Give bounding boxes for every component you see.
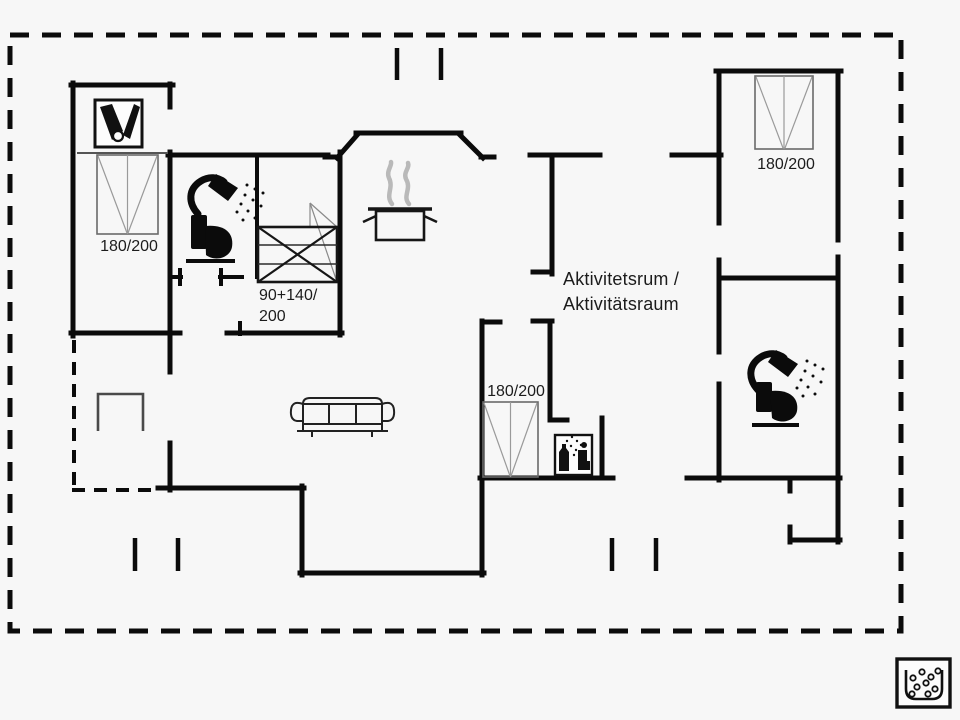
- bunk-bed-symbol: [256, 202, 339, 284]
- activity-room-label-line2: Aktivitätsraum: [563, 294, 679, 314]
- shower-icon: [747, 350, 825, 398]
- bed-size-label: 180/200: [100, 238, 158, 255]
- bed-symbol: [754, 75, 814, 150]
- bed-symbol: [482, 401, 539, 478]
- bunk-size-label-line2: 200: [259, 308, 286, 325]
- chimney-marks: [132, 48, 659, 571]
- bottles-icon: [93, 98, 144, 149]
- garden-furniture-icon: [96, 392, 145, 431]
- bed-size-label: 180/200: [757, 156, 815, 173]
- bubbles-logo-icon: [895, 657, 952, 709]
- activity-room-label-line1: Aktivitetsrum /: [563, 269, 679, 289]
- plot-boundary-dashed: [7, 32, 904, 634]
- shower-icon: [187, 174, 265, 222]
- kitchen-pot-icon: [362, 159, 438, 242]
- bunk-size-label-line1: 90+140/: [259, 287, 318, 304]
- terrace-outline-dashed: [72, 340, 160, 492]
- bed-size-label: 180/200: [487, 383, 545, 400]
- sofa-icon: [289, 397, 396, 437]
- bed-symbol: [96, 154, 159, 235]
- toilet-icon: [752, 382, 799, 427]
- walls: [68, 68, 844, 578]
- shower-spray-dots: [795, 359, 825, 398]
- shower-spray-dots: [235, 183, 265, 222]
- sauna-icon: [553, 433, 594, 477]
- toilet-icon: [186, 215, 235, 263]
